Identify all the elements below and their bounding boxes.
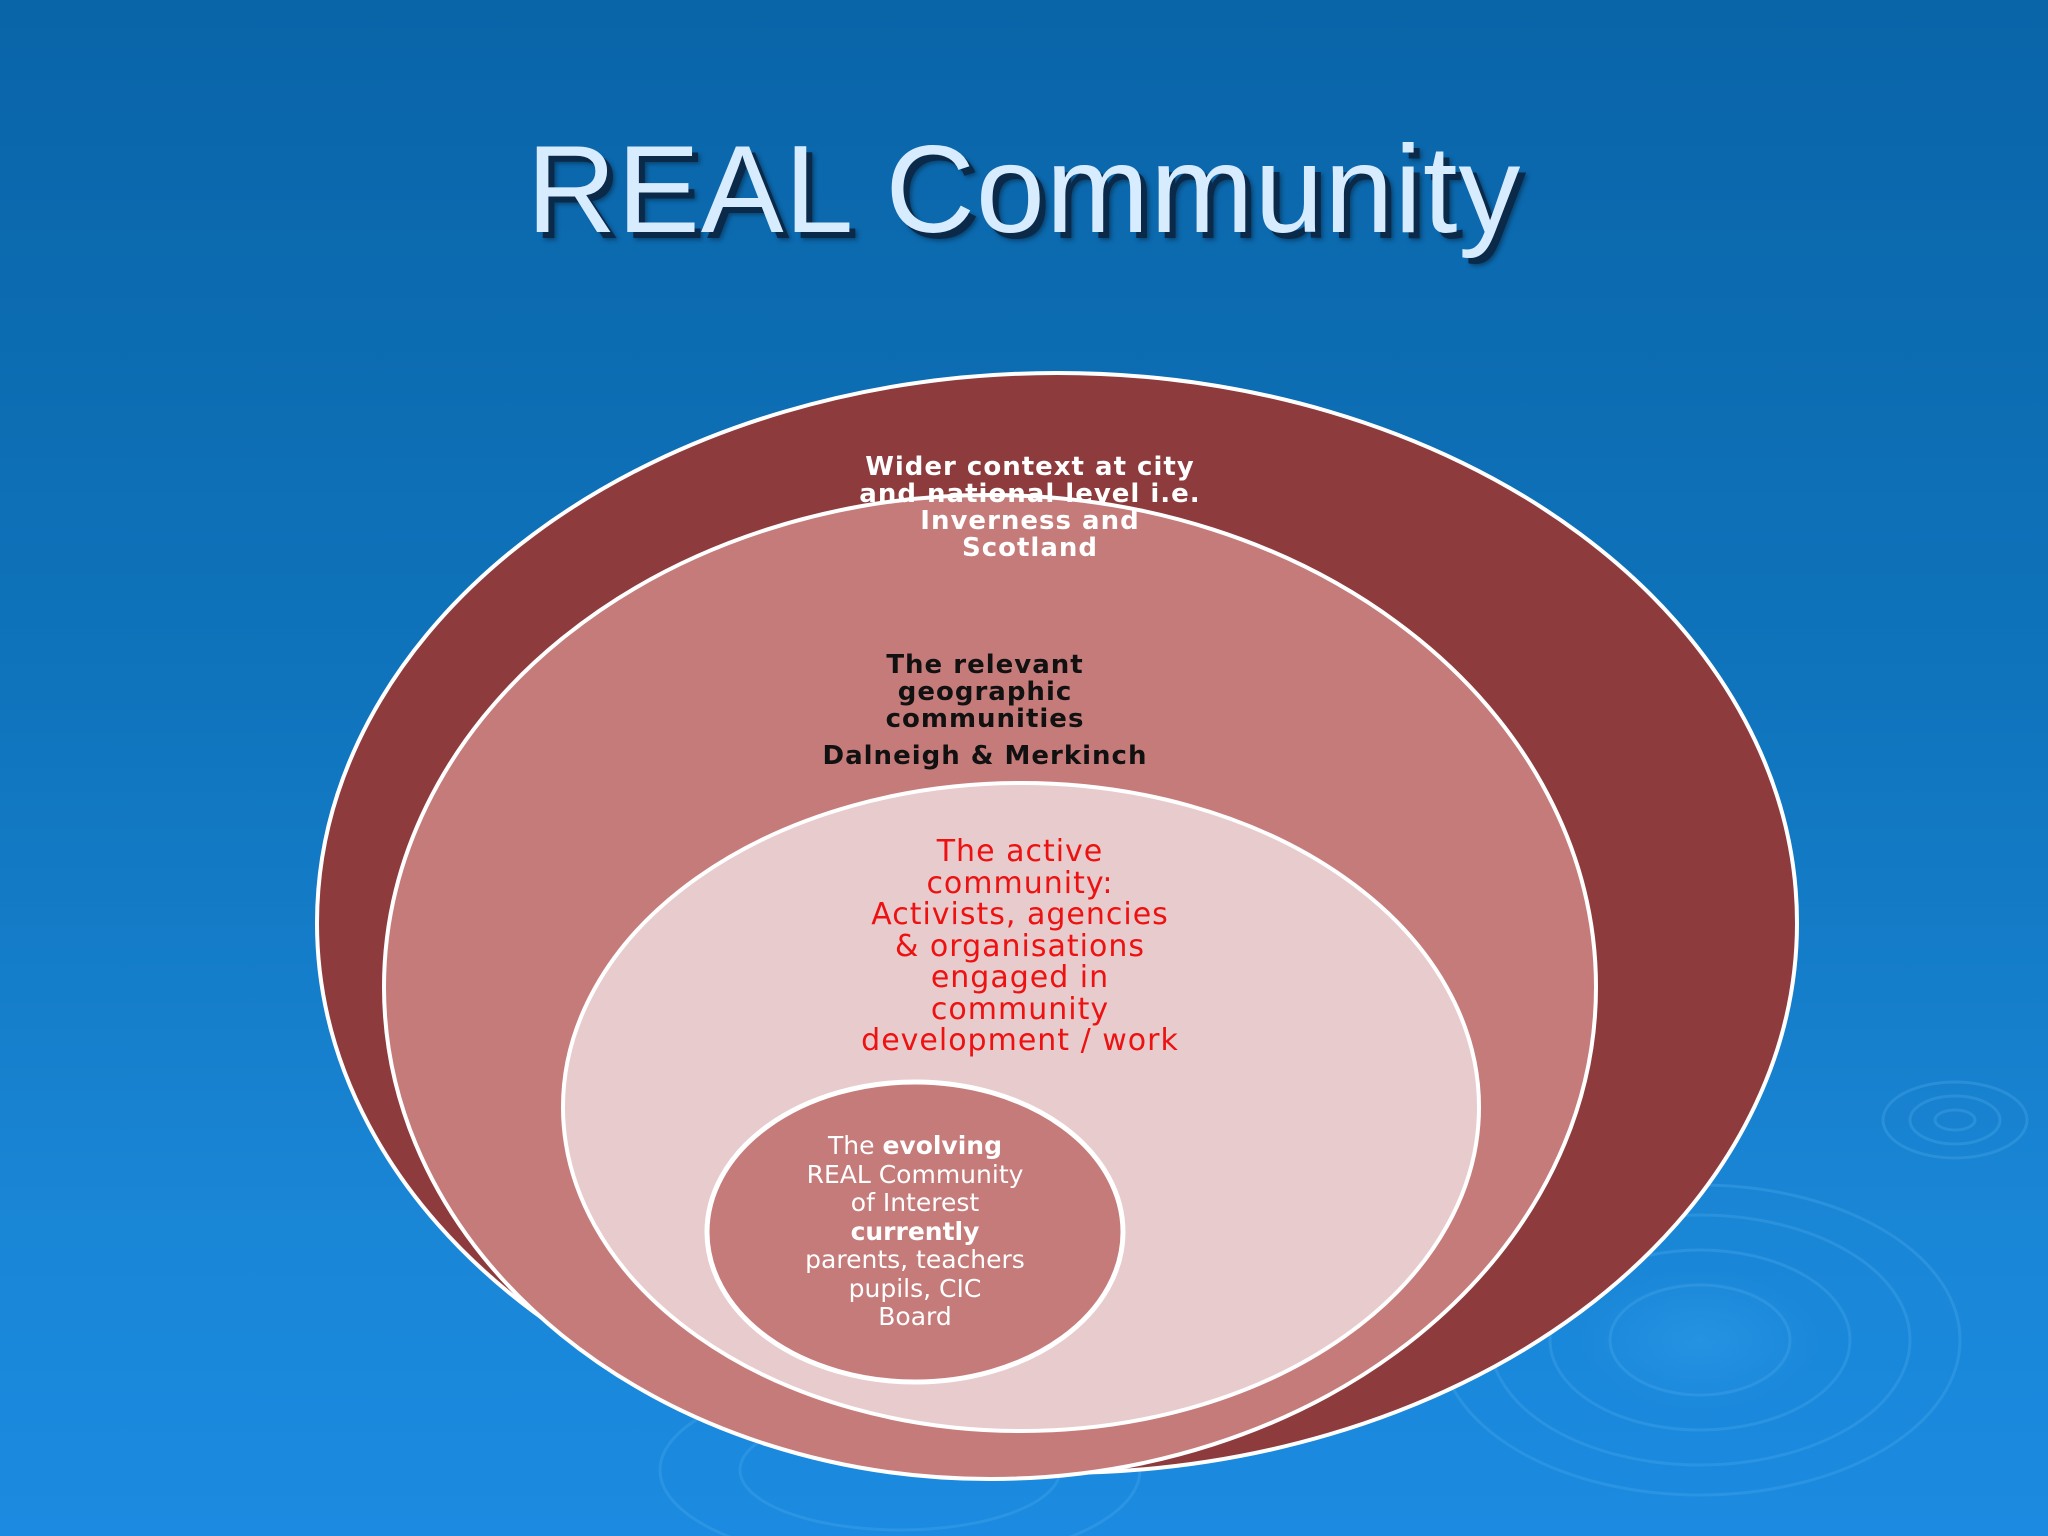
core-circle-label: The evolving REAL Community of Interest …	[760, 1131, 1070, 1332]
core-line-currently: currently	[850, 1216, 980, 1246]
active-ring-label: The active community: Activists, agencie…	[800, 836, 1240, 1057]
geographic-ring-line: communities	[885, 704, 1085, 734]
outer-ring-line: Inverness and	[920, 506, 1140, 536]
active-ring-line: & organisations	[895, 928, 1145, 964]
slide-title: REAL Community	[526, 121, 1522, 259]
active-ring-line: community:	[926, 865, 1114, 901]
core-line-evolving: evolving	[882, 1131, 1002, 1160]
core-line: REAL Community	[806, 1159, 1024, 1189]
active-ring-line: engaged in	[930, 960, 1110, 995]
geographic-ring-example: Dalneigh & Merkinch	[822, 741, 1148, 771]
geographic-ring-line: The relevant	[886, 650, 1084, 680]
outer-ring-line: Scotland	[961, 533, 1098, 563]
core-line: parents, teachers	[805, 1245, 1025, 1274]
active-ring-line: The active	[936, 834, 1104, 869]
core-line: of Interest	[850, 1188, 980, 1217]
core-line: Board	[878, 1302, 952, 1331]
active-ring-line: community	[930, 991, 1110, 1027]
geographic-ring-line: geographic	[897, 677, 1073, 707]
core-line: The evolving	[760, 1131, 1070, 1161]
active-ring-line: development / work	[861, 1023, 1179, 1058]
core-line: pupils, CIC	[848, 1273, 982, 1303]
outer-ring-line: Wider context at city	[865, 452, 1195, 482]
active-ring-line: Activists, agencies	[871, 897, 1169, 932]
core-line-prefix: The	[827, 1131, 883, 1160]
core-circle-community-of-interest	[704, 1079, 1126, 1385]
outer-ring-line: and national level i.e.	[859, 479, 1201, 509]
outer-ring-label: Wider context at city and national level…	[830, 454, 1230, 562]
geographic-ring-label: The relevant geographic communities	[800, 652, 1170, 733]
